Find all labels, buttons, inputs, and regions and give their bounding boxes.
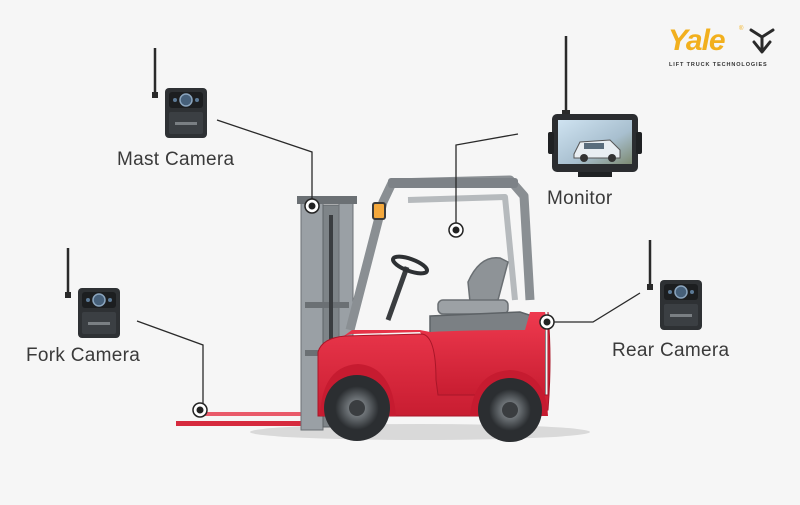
brand-logo: Yale ® LIFT TRUCK TECHNOLOGIES (668, 22, 780, 72)
seat (437, 256, 509, 315)
rear-camera-leader (548, 292, 641, 323)
brand-registered-mark: ® (739, 26, 744, 32)
monitor-leader (455, 133, 519, 228)
connection-point-icon (192, 402, 208, 418)
mast-camera-label: Mast Camera (117, 149, 235, 170)
monitor-icon (548, 36, 642, 177)
camera-icon (647, 240, 702, 330)
brand-mark-icon (749, 28, 775, 54)
mast-camera-leader (216, 119, 313, 204)
fork-camera-leader (136, 320, 204, 408)
rear-wheel (478, 378, 542, 442)
front-wheel (324, 375, 390, 441)
steering-wheel (385, 254, 430, 321)
fork-camera-label: Fork Camera (26, 345, 141, 366)
camera-icon (152, 48, 207, 138)
connection-point-icon (304, 198, 320, 214)
leader-lines (136, 119, 641, 408)
overhead-guard (388, 178, 518, 188)
camera-icon (65, 248, 120, 338)
connection-point-icon (448, 222, 464, 238)
rear-camera-label: Rear Camera (612, 340, 730, 361)
brand-tagline: LIFT TRUCK TECHNOLOGIES (669, 62, 768, 68)
brand-name: Yale (668, 24, 726, 57)
monitor-label: Monitor (547, 188, 613, 209)
mirror (372, 202, 386, 220)
connection-point-icon (539, 314, 555, 330)
